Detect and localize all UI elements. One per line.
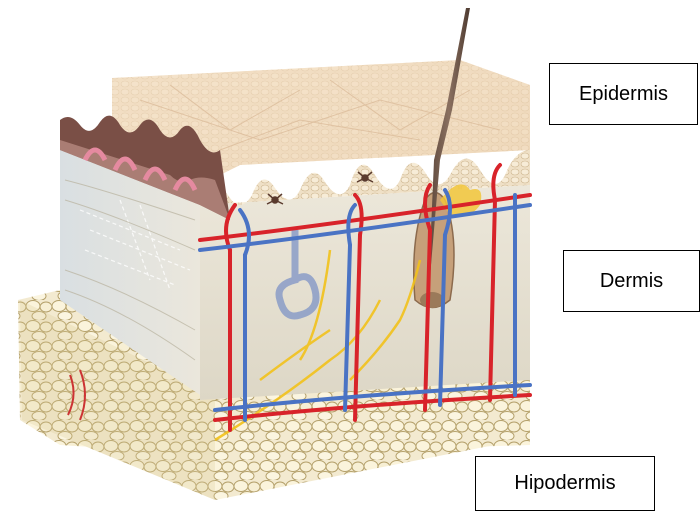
hipodermis-label: Hipodermis bbox=[475, 456, 655, 511]
dermis-label: Dermis bbox=[563, 250, 700, 312]
epidermis-label: Epidermis bbox=[549, 63, 698, 125]
